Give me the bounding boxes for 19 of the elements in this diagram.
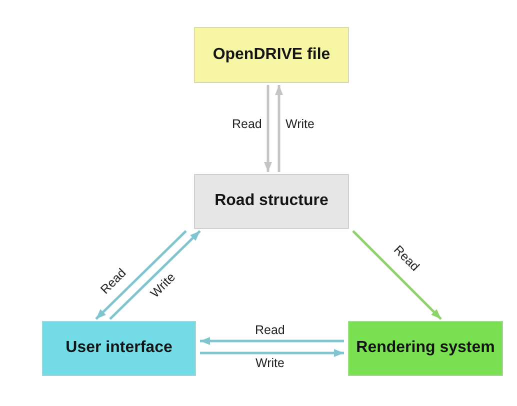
- box-label: Road structure: [214, 192, 328, 211]
- edge-label: Write: [256, 357, 284, 371]
- arrow: [200, 337, 344, 345]
- box-label: User interface: [66, 339, 172, 358]
- box-label: Rendering system: [356, 339, 495, 358]
- process-box: [348, 321, 503, 376]
- process-box: [194, 27, 349, 83]
- arrow: [200, 349, 344, 357]
- arrow: [109, 230, 201, 320]
- arrow: [352, 230, 442, 320]
- arrow: [275, 85, 283, 172]
- process-box: [194, 174, 349, 229]
- edge-label: Read: [255, 324, 285, 338]
- edge-label: Read: [232, 118, 262, 132]
- process-box: [42, 321, 196, 376]
- edge-label: Write: [286, 118, 314, 132]
- arrow: [95, 230, 187, 320]
- box-label: OpenDRIVE file: [212, 46, 330, 64]
- arrow: [264, 85, 272, 172]
